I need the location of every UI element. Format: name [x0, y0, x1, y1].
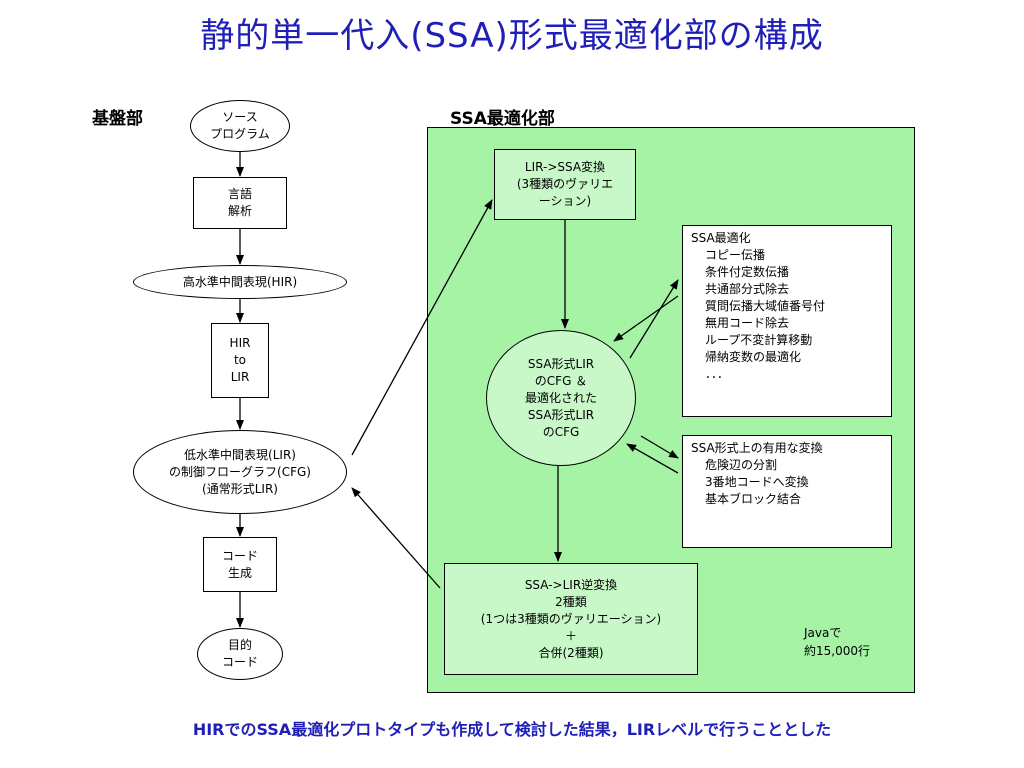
lir-line-2: の制御フローグラフ(CFG) [169, 464, 311, 479]
parse-node: 言語 解析 [193, 177, 287, 229]
ssa-cfg-node: SSA形式LIR のCFG ＆ 最適化された SSA形式LIR のCFG [486, 330, 636, 466]
target-code-node: 目的 コード [197, 628, 283, 680]
arrow-ssa-cfg-to-opt [629, 279, 679, 359]
ssa-section-label: SSA最適化部 [450, 109, 555, 129]
hir-to-lir-node: HIR to LIR [211, 323, 269, 398]
ssa-transform-item: 基本ブロック結合 [705, 492, 802, 506]
lir-to-ssa-line-3: ーション) [538, 194, 592, 208]
ssa-opt-item: 条件付定数伝播 [705, 265, 790, 279]
ssa-opt-heading: SSA最適化 [691, 231, 751, 245]
source-program-node: ソース プログラム [190, 100, 290, 152]
ssa-to-lir-line-4: ＋ [564, 628, 577, 643]
hir-to-lir-line-1: HIR [229, 336, 251, 350]
hir-label: 高水準中間表現(HIR) [182, 274, 298, 289]
arrow-opt-to-ssa-cfg [613, 295, 679, 342]
hir-to-lir-line-2: to [233, 353, 247, 367]
parse-line-2: 解析 [227, 204, 252, 218]
target-line-2: コード [221, 655, 258, 669]
ssa-transform-heading: SSA形式上の有用な変換 [691, 441, 823, 455]
ssa-opt-item: 帰納変数の最適化 [705, 350, 802, 364]
ssa-cfg-line-5: のCFG [542, 424, 580, 439]
lir-cfg-node: 低水準中間表現(LIR) の制御フローグラフ(CFG) (通常形式LIR) [133, 430, 347, 514]
codegen-line-1: コード [221, 548, 258, 563]
slide-title: 静的単一代入(SSA)形式最適化部の構成 [200, 16, 824, 56]
ssa-opt-item: ループ不変計算移動 [705, 333, 813, 347]
ssa-opt-item: ．．． [705, 367, 730, 381]
ssa-transform-item: 危険辺の分割 [705, 458, 778, 472]
note-line-2: 約15,000行 [804, 644, 870, 658]
source-line-2: プログラム [210, 127, 270, 141]
codegen-node: コード 生成 [203, 537, 277, 592]
ssa-to-lir-line-2: 2種類 [555, 594, 587, 609]
ssa-optimization-box: SSA最適化 コピー伝播 条件付定数伝播 共通部分式除去 質問伝播大域値番号付 … [682, 225, 892, 417]
arrow-transform-to-ssa-cfg [626, 443, 679, 474]
source-line-1: ソース [222, 110, 258, 124]
lir-to-ssa-line-2: (3種類のヴァリエ [516, 177, 614, 191]
arrow-ssa-back-to-lir [351, 487, 441, 589]
ssa-opt-item: コピー伝播 [705, 248, 766, 262]
ssa-cfg-line-4: SSA形式LIR [527, 407, 595, 422]
lir-to-ssa-line-1: LIR->SSA変換 [524, 160, 606, 174]
ssa-transform-box: SSA形式上の有用な変換 危険辺の分割 3番地コードへ変換 基本ブロック結合 [682, 435, 892, 548]
lir-line-1: 低水準中間表現(LIR) [184, 447, 296, 462]
footer-conclusion: HIRでのSSA最適化プロトタイプも作成して検討した結果，LIRレベルで行うこと… [192, 720, 832, 739]
basic-section-label: 基盤部 [92, 109, 143, 129]
code-size-note: Javaで 約15,000行 [804, 624, 870, 660]
ssa-cfg-line-1: SSA形式LIR [527, 356, 595, 371]
ssa-to-lir-line-1: SSA->LIR逆変換 [524, 577, 618, 592]
ssa-cfg-line-3: 最適化された [524, 390, 597, 405]
ssa-to-lir-line-3: (1つは3種類のヴァリエーション) [480, 611, 662, 626]
note-line-1: Javaで [804, 626, 842, 640]
arrow-ssa-cfg-to-transform [640, 435, 679, 459]
ssa-to-lir-node: SSA->LIR逆変換 2種類 (1つは3種類のヴァリエーション) ＋ 合併(2… [444, 563, 698, 675]
codegen-line-2: 生成 [227, 565, 252, 580]
target-line-1: 目的 [227, 638, 252, 652]
hir-node: 高水準中間表現(HIR) [133, 265, 347, 299]
ssa-transform-item: 3番地コードへ変換 [705, 475, 809, 489]
ssa-opt-item: 無用コード除去 [705, 316, 790, 330]
lir-line-3: (通常形式LIR) [202, 481, 278, 496]
ssa-opt-item: 共通部分式除去 [705, 282, 790, 296]
arrow-lir-to-ssa-conv [351, 199, 493, 456]
parse-line-1: 言語 [227, 187, 252, 201]
ssa-cfg-line-2: のCFG ＆ [534, 373, 588, 388]
ssa-to-lir-line-5: 合併(2種類) [538, 645, 604, 660]
ssa-opt-item: 質問伝播大域値番号付 [705, 299, 826, 313]
lir-to-ssa-node: LIR->SSA変換 (3種類のヴァリエ ーション) [494, 149, 636, 220]
hir-to-lir-line-3: LIR [230, 370, 250, 384]
